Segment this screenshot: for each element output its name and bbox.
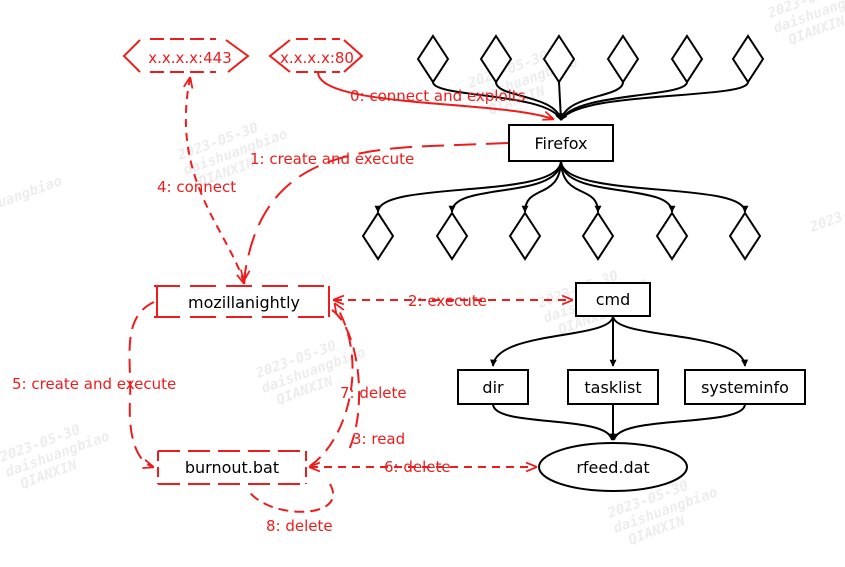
edge-0-label: 0: connect and exploits [350, 87, 526, 105]
diamond-node [731, 34, 765, 84]
edge-3-label: 3: read [352, 430, 405, 448]
flow-edge [560, 160, 602, 213]
flow-edge [611, 403, 746, 441]
diamond-node [416, 34, 450, 84]
flow-edge [495, 81, 563, 121]
mozilla-label: mozillanightly [188, 293, 300, 312]
diamond-node [728, 211, 762, 261]
edge-7 [309, 304, 354, 467]
diamond-node [606, 34, 640, 84]
diamond-node [508, 211, 542, 261]
edge-2-label: 2: execute [408, 292, 487, 310]
edge-7-label: 7: delete [340, 384, 407, 402]
ip443-node-right [225, 39, 250, 73]
systeminfo-label: systeminfo [701, 378, 789, 397]
edge-0 [317, 71, 553, 119]
edge-4 [186, 78, 244, 283]
flow-edge [560, 160, 676, 213]
diamond-node [581, 211, 615, 261]
ip80-label: x.x.x.x:80 [280, 49, 354, 67]
firefox-node [508, 124, 614, 162]
watermark-date: 2023-05-30 [807, 192, 845, 236]
watermark-user: daishuangbiao [0, 173, 64, 226]
flow-edge [560, 81, 749, 121]
flow-edge [521, 160, 562, 213]
flow-edge [448, 160, 562, 213]
ip80-node-right [343, 39, 364, 73]
mozilla-node [154, 285, 330, 318]
outbound-edges [374, 160, 749, 213]
diamond-node [361, 211, 395, 261]
tasklist-label: tasklist [584, 378, 641, 397]
edge-1-label: 1: create and execute [250, 150, 414, 168]
flow-edge [492, 403, 615, 441]
systeminfo-node [684, 369, 806, 405]
flow-edge [612, 315, 749, 367]
burnout-label: burnout.bat [185, 458, 279, 477]
diamond-node [655, 211, 689, 261]
attack-edges [128, 71, 572, 513]
c2-endpoints [122, 38, 364, 73]
edge-5-label: 5: create and execute [12, 375, 176, 393]
firefox-label: Firefox [535, 134, 588, 153]
burnout-node [157, 450, 307, 485]
ip443-label: x.x.x.x:443 [148, 49, 232, 67]
ip443-node-left [122, 39, 141, 73]
flow-edge [560, 160, 749, 213]
output-edges [492, 403, 746, 441]
diamond-node [435, 211, 469, 261]
edge-6-label: 6: delete [384, 458, 451, 476]
diamond-node [670, 34, 704, 84]
flow-edge [374, 160, 562, 213]
flow-edge [490, 315, 614, 367]
cmd-label: cmd [596, 290, 631, 309]
dir-label: dir [482, 378, 504, 397]
cmd-edges [490, 315, 749, 367]
rfeed-label: rfeed.dat [576, 458, 649, 477]
spawned-modules [361, 211, 762, 261]
edge-4-label: 4: connect [157, 178, 236, 196]
rfeed-node [538, 442, 688, 492]
edge-8 [247, 483, 334, 513]
ip80-node-left [268, 39, 291, 73]
edge-3 [331, 309, 361, 453]
edge-8-label: 8: delete [266, 517, 333, 535]
edge-5 [128, 301, 154, 467]
edge-1 [244, 142, 509, 280]
inbound-modules [416, 34, 765, 84]
flow-edge [560, 81, 688, 121]
